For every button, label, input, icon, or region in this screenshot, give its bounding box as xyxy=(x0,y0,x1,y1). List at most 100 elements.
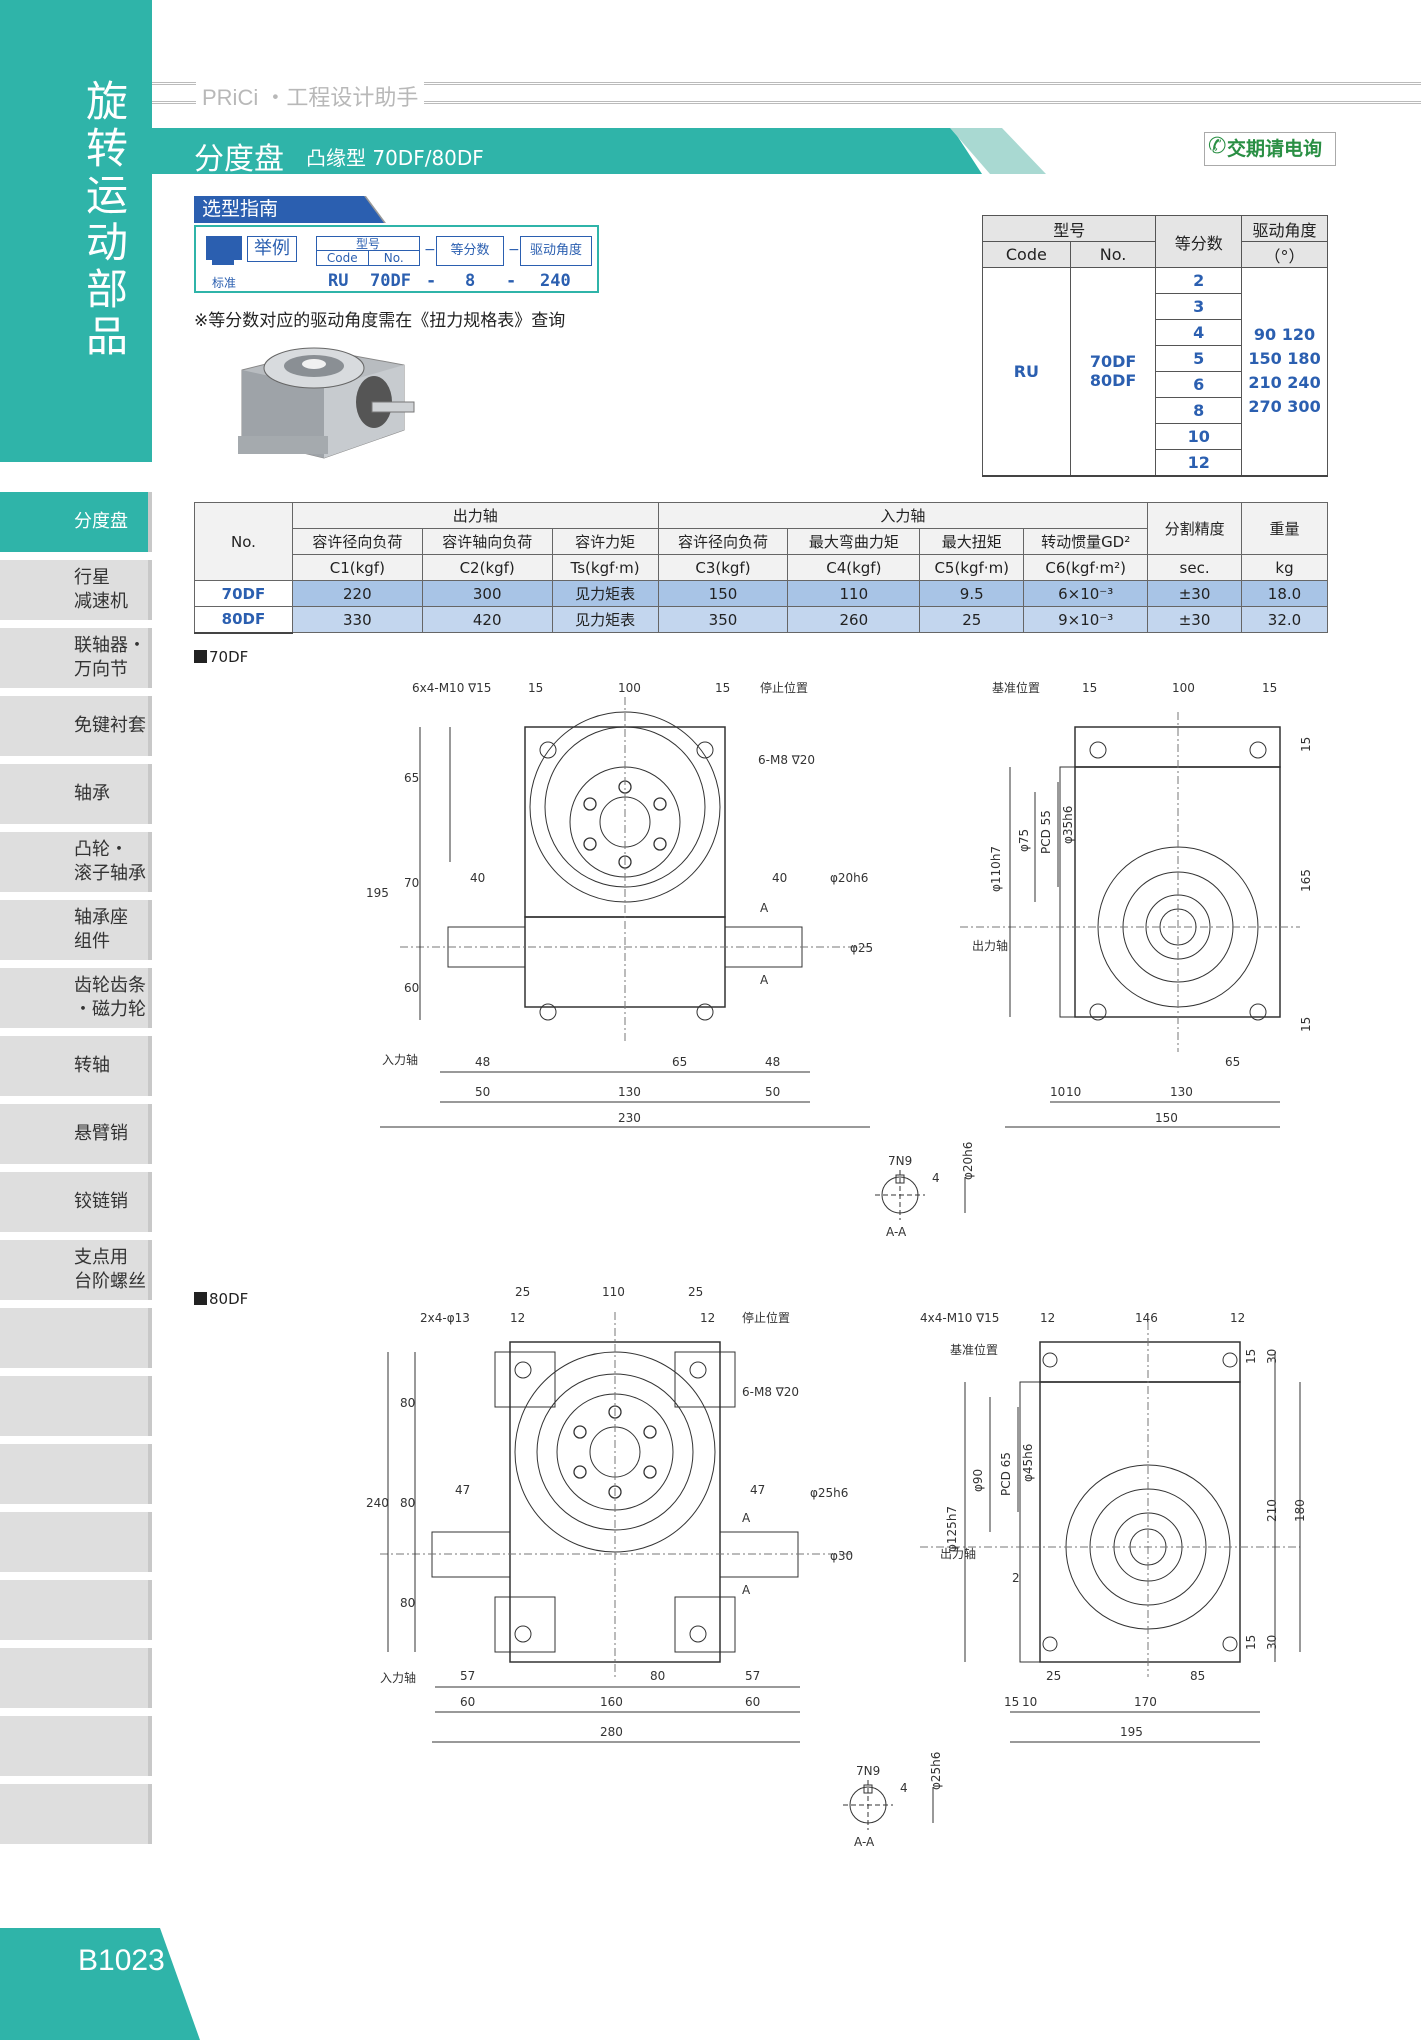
table-cell: 见力矩表 xyxy=(551,606,659,633)
dim-label: 65 xyxy=(1225,1055,1240,1069)
model-cell: 70DF xyxy=(194,580,293,607)
table-cell: 32.0 xyxy=(1241,606,1328,633)
sidebar-nav-label: 支点用 台阶螺丝 xyxy=(74,1247,146,1292)
sidebar-nav-item[interactable]: 悬臂销 xyxy=(0,1104,152,1164)
sidebar-nav-item[interactable]: 凸轮・ 滚子轴承 xyxy=(0,832,152,892)
table-cell: ±30 xyxy=(1147,580,1243,607)
drawing-70df-side: 基准位置 15 100 15 φ110h7 φ75 PCD 55 φ35h6 出… xyxy=(960,680,1313,1128)
sidebar-nav-item[interactable]: 免键衬套 xyxy=(0,696,152,756)
dim-label: 57 xyxy=(460,1669,475,1683)
spec-no-header: No. xyxy=(194,502,293,581)
table-cell: 6×10⁻³ xyxy=(1023,580,1149,607)
dim-label: 25 xyxy=(688,1285,703,1299)
dim-label: PCD 65 xyxy=(999,1452,1013,1496)
table-cell: 220 xyxy=(291,580,423,607)
code-table-no-header: No. xyxy=(1069,241,1157,268)
division-cell: 6 xyxy=(1155,371,1243,398)
dim-label: A xyxy=(742,1511,751,1525)
sidebar-nav-label: 凸轮・ 滚子轴承 xyxy=(74,839,146,884)
division-cell: 5 xyxy=(1155,345,1243,372)
dim-label: 47 xyxy=(750,1483,765,1497)
model-label: 型号 xyxy=(317,237,419,251)
dim-label: 15 xyxy=(1299,1017,1313,1032)
guide-note: ※等分数对应的驱动角度需在《扭力规格表》查询 xyxy=(194,311,566,331)
spec-unit: C1(kgf) xyxy=(291,554,423,581)
sidebar-nav-item[interactable]: 行星 减速机 xyxy=(0,560,152,620)
spec-col-header: 最大弯曲力矩 xyxy=(787,528,921,555)
code-label: Code xyxy=(317,251,369,265)
stop-position-label: 停止位置 xyxy=(760,680,808,695)
spec-unit: C4(kgf) xyxy=(787,554,921,581)
sidebar-nav-item[interactable] xyxy=(0,1648,152,1708)
spec-col-header: 容许力矩 xyxy=(551,528,659,555)
sidebar-nav-label: 转轴 xyxy=(74,1055,110,1076)
division-cell: 8 xyxy=(1155,397,1243,424)
dim-label: 15 xyxy=(1004,1695,1019,1709)
monitor-stand-icon xyxy=(212,260,234,265)
drawing-80df-front: 25 110 25 2x4-φ13 12 12 停止位置 6-M8 ∇20 80… xyxy=(366,1285,855,1743)
sidebar-nav-item[interactable] xyxy=(0,1376,152,1436)
dim-label: 57 xyxy=(745,1669,760,1683)
title-char: 部 xyxy=(85,265,128,314)
sidebar-nav-item[interactable]: 分度盘 xyxy=(0,492,152,552)
dim-label: 10 xyxy=(1066,1085,1081,1099)
sidebar-nav-item[interactable]: 轴承 xyxy=(0,764,152,824)
dim-label: 110 xyxy=(602,1285,625,1299)
table-cell: 150 xyxy=(657,580,789,607)
dim-label: 10 xyxy=(1050,1085,1065,1099)
spec-col-header: 转动惯量GD² xyxy=(1023,528,1149,555)
dim-label: 60 xyxy=(404,981,419,995)
monitor-icon xyxy=(206,236,242,260)
table-cell: 300 xyxy=(421,580,553,607)
dim-label: 160 xyxy=(600,1695,623,1709)
sidebar-nav-item[interactable]: 齿轮齿条 ・磁力轮 xyxy=(0,968,152,1028)
standard-label: 标准 xyxy=(212,276,237,290)
sidebar-nav-item[interactable]: 支点用 台阶螺丝 xyxy=(0,1240,152,1300)
sidebar-nav-item[interactable]: 铰链销 xyxy=(0,1172,152,1232)
section-label-70df: 70DF xyxy=(194,648,248,666)
code-table: 型号 等分数 驱动角度 Code No. （°） RU 70DF 80DF 2 … xyxy=(981,215,1328,477)
sidebar-nav-item[interactable] xyxy=(0,1716,152,1776)
dim-label: 80 xyxy=(650,1669,665,1683)
reference-position-label: 基准位置 xyxy=(950,1342,998,1357)
dim-label: 7N9 xyxy=(856,1764,880,1778)
table-cell: 350 xyxy=(657,606,789,633)
drawing-70df-section: 7N9 4 φ20h6 A-A xyxy=(875,1142,975,1239)
dim-label: 25 xyxy=(1046,1669,1061,1683)
dim-label: 15 xyxy=(715,681,730,695)
spec-input-header: 入力轴 xyxy=(657,502,1149,529)
model-cell: 80DF xyxy=(194,606,293,634)
phone-icon: ✆ xyxy=(1208,134,1227,159)
input-shaft-label: 入力轴 xyxy=(382,1052,418,1067)
tapped-hole-label: 6-M8 ∇20 xyxy=(758,753,815,767)
std-div: 8 xyxy=(465,271,476,291)
sidebar-nav-item[interactable] xyxy=(0,1444,152,1504)
sidebar-nav-item[interactable] xyxy=(0,1784,152,1844)
dim-label: 48 xyxy=(765,1055,780,1069)
dim-label: 230 xyxy=(618,1111,641,1125)
dim-label: 48 xyxy=(475,1055,490,1069)
sidebar-nav-item[interactable] xyxy=(0,1512,152,1572)
section-label: A-A xyxy=(854,1835,875,1849)
dim-label: 210 xyxy=(1265,1499,1279,1522)
dim-label: φ45h6 xyxy=(1021,1444,1035,1482)
sidebar-nav-item[interactable] xyxy=(0,1308,152,1368)
sidebar-category-title: 旋 转 运 动 部 品 xyxy=(82,78,132,360)
sidebar-nav-item[interactable]: 联轴器・ 万向节 xyxy=(0,628,152,688)
stop-position-label: 停止位置 xyxy=(742,1310,790,1325)
guide-box xyxy=(194,225,599,293)
dim-label: φ75 xyxy=(1017,829,1031,852)
code-table-angle-unit: （°） xyxy=(1241,241,1328,268)
dim-label: 6x4-M10 ∇15 xyxy=(412,681,491,695)
sidebar-nav-item[interactable] xyxy=(0,1580,152,1640)
tapped-hole-label: 6-M8 ∇20 xyxy=(742,1385,799,1399)
sidebar-nav-label: 行星 减速机 xyxy=(74,567,128,612)
spec-col-header: 最大扭矩 xyxy=(919,528,1025,555)
dim-label: 60 xyxy=(460,1695,475,1709)
code-table-angle-header: 驱动角度 xyxy=(1241,215,1328,242)
sidebar-nav-item[interactable]: 轴承座 组件 xyxy=(0,900,152,960)
page-title: 分度盘 xyxy=(194,142,284,177)
dim-label: φ25h6 xyxy=(929,1752,943,1790)
sidebar-nav-item[interactable]: 转轴 xyxy=(0,1036,152,1096)
dim-label: 4 xyxy=(932,1171,940,1185)
